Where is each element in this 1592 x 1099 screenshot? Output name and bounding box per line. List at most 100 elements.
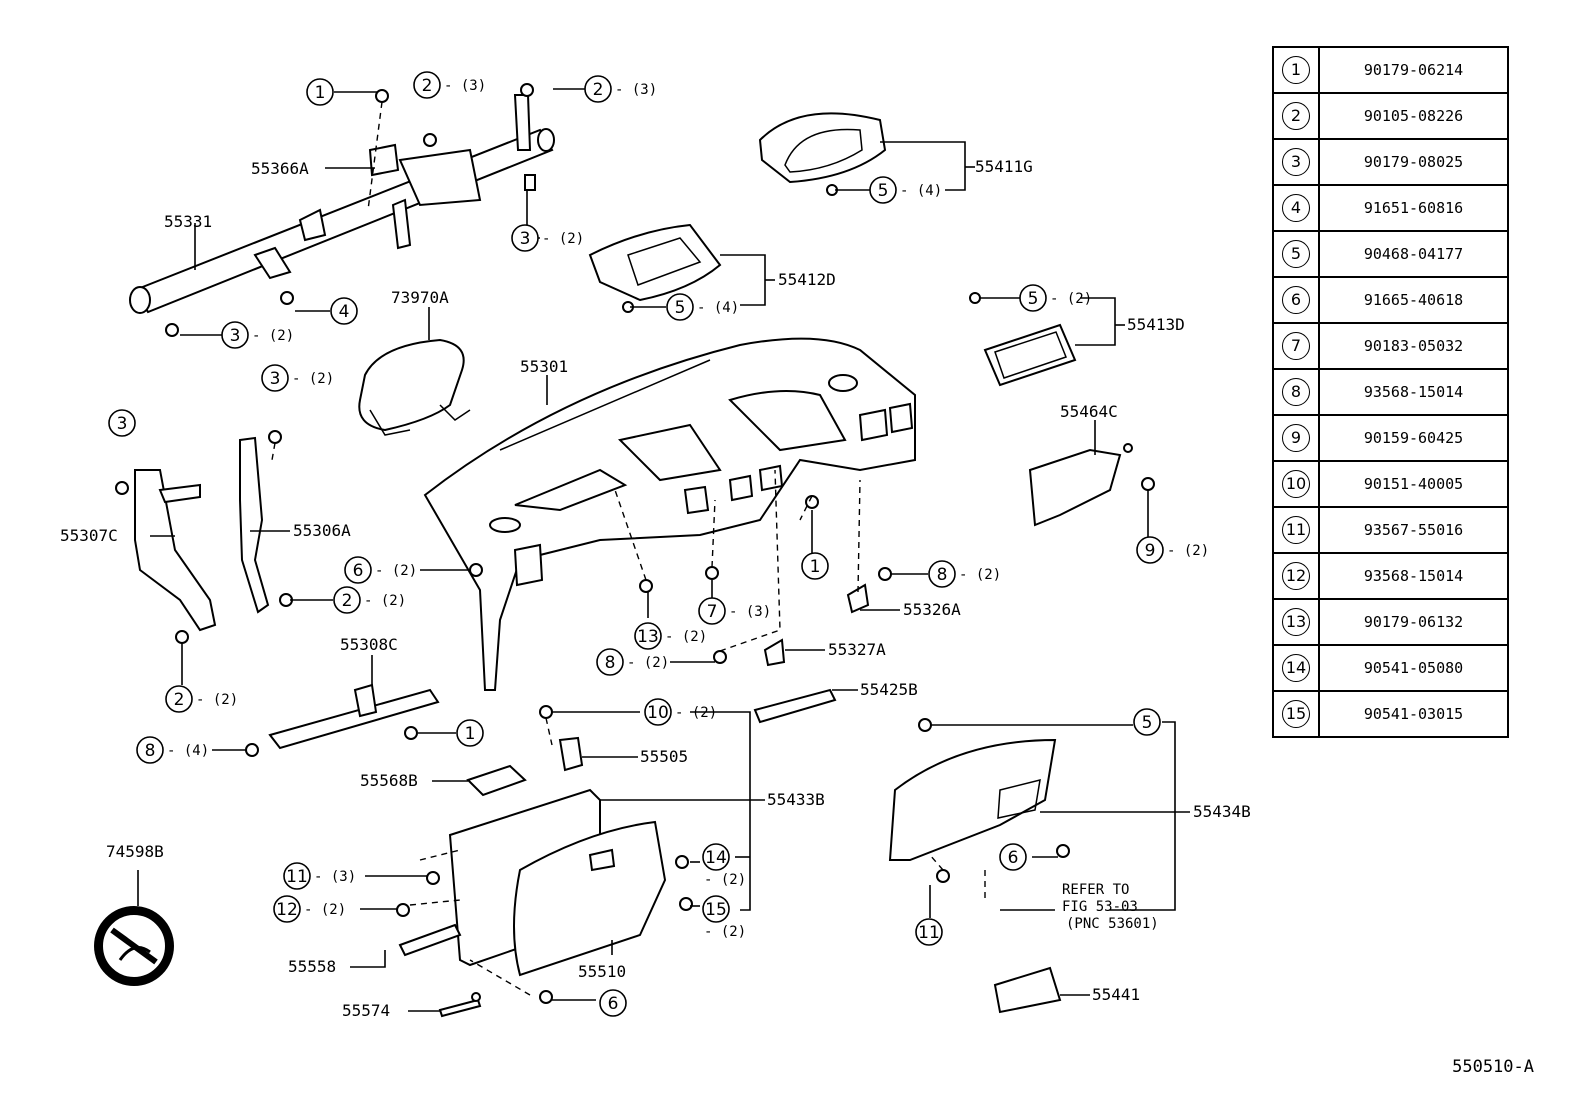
callout-quantity: - (2) <box>292 371 334 387</box>
callout-circle <box>634 622 662 650</box>
part-label: 55411G <box>975 157 1033 176</box>
legend-part-number: 90468-04177 <box>1318 230 1509 278</box>
part-label: 73970A <box>391 288 449 307</box>
callout-1: 1 <box>801 552 829 580</box>
callout-1: 1 <box>306 78 334 106</box>
panel-55441 <box>993 966 1062 1014</box>
callout-circle <box>511 224 539 252</box>
reinforcement-beam-55331 <box>129 94 555 314</box>
part-label: 55441 <box>1092 985 1140 1004</box>
callout-circle <box>644 698 672 726</box>
panel-55425B <box>753 688 837 724</box>
leader-lines <box>137 88 1190 1012</box>
callout-quantity: - (2) <box>542 231 584 247</box>
callout-number: 5 <box>675 298 686 318</box>
callout-circle <box>330 297 358 325</box>
part-label: 55433B <box>767 790 825 809</box>
bracket-55307C <box>134 469 217 632</box>
callout-3: 3 <box>108 409 136 437</box>
callout-12: 12- (2) <box>273 895 346 923</box>
callout-circle <box>136 736 164 764</box>
refer-note: REFER TO FIG 53-03 (PNC 53601) <box>1062 882 1159 932</box>
legend-part-number: 90179-08025 <box>1318 138 1509 186</box>
part-label: 55425B <box>860 680 918 699</box>
callout-quantity: - (2) <box>627 655 669 671</box>
callout-number: 14 <box>705 848 727 868</box>
glove-box-door-55510 <box>513 820 667 977</box>
legend-part-number: 90179-06132 <box>1318 598 1509 646</box>
legend-key-cell: 5 <box>1272 230 1320 278</box>
callout-quantity: - (2) <box>375 563 417 579</box>
bolt-55574 <box>438 992 482 1018</box>
legend-key-number: 7 <box>1282 332 1310 360</box>
callout-quantity: - (2) <box>364 593 406 609</box>
airbag-73970A <box>358 338 471 436</box>
callout-quantity: - (2) <box>675 705 717 721</box>
bracket-55306A <box>239 436 270 614</box>
callout-8: 8 - (4) <box>136 736 209 764</box>
callout-circle <box>801 552 829 580</box>
callout-circle <box>596 648 624 676</box>
legend-part-number: 91651-60816 <box>1318 184 1509 232</box>
callout-4: 4 <box>330 297 358 325</box>
callout-circle <box>413 71 441 99</box>
part-label: 55327A <box>828 640 886 659</box>
callout-number: 10 <box>647 703 669 723</box>
callout-number: 6 <box>608 994 619 1014</box>
bracket-55327A <box>763 638 786 667</box>
legend-key-number: 2 <box>1282 102 1310 130</box>
legend-part-number: 90151-40005 <box>1318 460 1509 508</box>
legend-key-number: 9 <box>1282 424 1310 452</box>
callout-number: 8 <box>937 565 948 585</box>
bracket-55326A <box>846 583 870 614</box>
legend-key-cell: 14 <box>1272 644 1320 692</box>
callout-6: 6- (2) <box>344 556 417 584</box>
legend-key-cell: 1 <box>1272 46 1320 94</box>
callout-5: 5 - (4) <box>666 293 739 321</box>
callout-7: 7- (3) <box>698 597 771 625</box>
legend-key-number: 8 <box>1282 378 1310 406</box>
callout-circle <box>456 719 484 747</box>
fastener-glyphs <box>115 83 1155 1004</box>
legend-part-number: 90159-60425 <box>1318 414 1509 462</box>
instrument-panel-55301 <box>423 337 916 691</box>
callout-6: 6 <box>599 989 627 1017</box>
callout-circle <box>869 176 897 204</box>
callout-2: 2- (3) <box>413 71 486 99</box>
legend-key-cell: 4 <box>1272 184 1320 232</box>
callout-circle <box>698 597 726 625</box>
legend-key-cell: 13 <box>1272 598 1320 646</box>
part-label: 55412D <box>778 270 836 289</box>
callout-3: 3- (2) <box>511 224 584 252</box>
callout-quantity: - (2) <box>252 328 294 344</box>
callout-number: 4 <box>339 302 350 322</box>
legend-key-cell: 7 <box>1272 322 1320 370</box>
callout-9: 9- (2) <box>1136 536 1209 564</box>
callout-quantity: - (4) <box>697 300 739 316</box>
callout-number: 5 <box>1142 713 1153 733</box>
callout-number: 13 <box>637 627 659 647</box>
callout-quantity: - (2) <box>304 902 346 918</box>
callout-number: 8 <box>145 741 156 761</box>
legend-key-number: 6 <box>1282 286 1310 314</box>
callout-quantity: - (2) <box>1050 291 1092 307</box>
callout-quantity: - (2) <box>704 872 746 888</box>
callout-quantity: - (4) <box>167 743 209 759</box>
refer-note-line: (PNC 53601) <box>1066 916 1159 932</box>
cluster-hood-55411G <box>758 112 887 184</box>
callout-11: 11- (3) <box>283 862 356 890</box>
legend-part-number: 93567-55016 <box>1318 506 1509 554</box>
callout-number: 6 <box>1008 848 1019 868</box>
callout-number: 11 <box>918 923 940 943</box>
legend-key-cell: 10 <box>1272 460 1320 508</box>
callout-circle <box>165 685 193 713</box>
callout-circle <box>273 895 301 923</box>
callout-number: 1 <box>810 557 821 577</box>
